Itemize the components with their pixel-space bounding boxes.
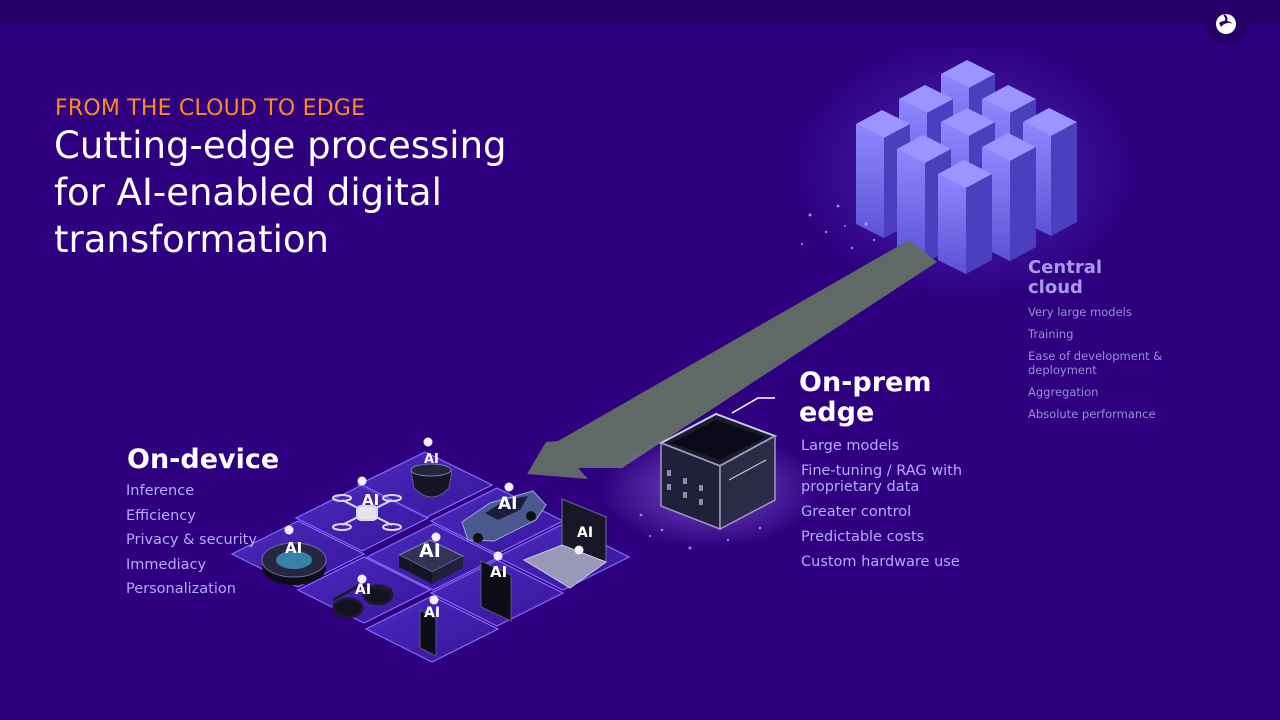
top-bar: [0, 0, 1280, 24]
smart-glasses-icon: [332, 583, 394, 619]
list-item: Aggregation: [1028, 385, 1099, 399]
on-device-list: Inference Efficiency Privacy & security …: [126, 483, 257, 606]
list-item: Ease of development & deployment: [1028, 349, 1163, 377]
list-item: Large models: [801, 438, 900, 454]
cloud-to-device-arrow: [527, 240, 937, 479]
list-item: Immediacy: [126, 556, 207, 573]
list-item: Predictable costs: [801, 529, 925, 545]
list-item: Personalization: [126, 581, 236, 597]
list-item: Greater control: [801, 504, 912, 520]
on-device-title: On-device: [127, 444, 280, 475]
brand-logo-icon: [1204, 2, 1248, 46]
wearable-icon: [419, 609, 437, 657]
drone-icon: [332, 494, 402, 531]
central-cloud-servers: [856, 60, 1077, 274]
on-prem-edge-title: On-prem edge: [799, 367, 932, 429]
central-cloud-title: Central cloud: [1028, 257, 1103, 299]
eyebrow-label: FROM THE CLOUD TO EDGE: [55, 96, 366, 121]
on-prem-edge-list: Large models Fine-tuning / RAG with prop…: [801, 438, 971, 579]
list-item: Fine-tuning / RAG with proprietary data: [801, 463, 963, 495]
laptop-icon: [522, 498, 608, 589]
robot-vacuum-icon: [261, 542, 327, 585]
list-item: Privacy & security: [126, 532, 257, 548]
page-title: Cutting-edge processing for AI-enabled d…: [54, 124, 507, 261]
on-prem-edge-server: [658, 412, 778, 531]
circuit-board-icon: [397, 539, 465, 584]
list-item: Absolute performance: [1028, 407, 1156, 421]
list-item: Inference: [126, 483, 195, 499]
list-item: Custom hardware use: [801, 554, 960, 570]
list-item: Training: [1028, 327, 1074, 341]
list-item: Very large models: [1028, 305, 1132, 319]
smart-speaker-icon: [410, 463, 453, 498]
list-item: Efficiency: [126, 507, 196, 524]
phone-icon: [480, 560, 512, 622]
central-cloud-list: Very large models Training Ease of devel…: [1028, 305, 1168, 429]
car-icon: [461, 490, 547, 543]
